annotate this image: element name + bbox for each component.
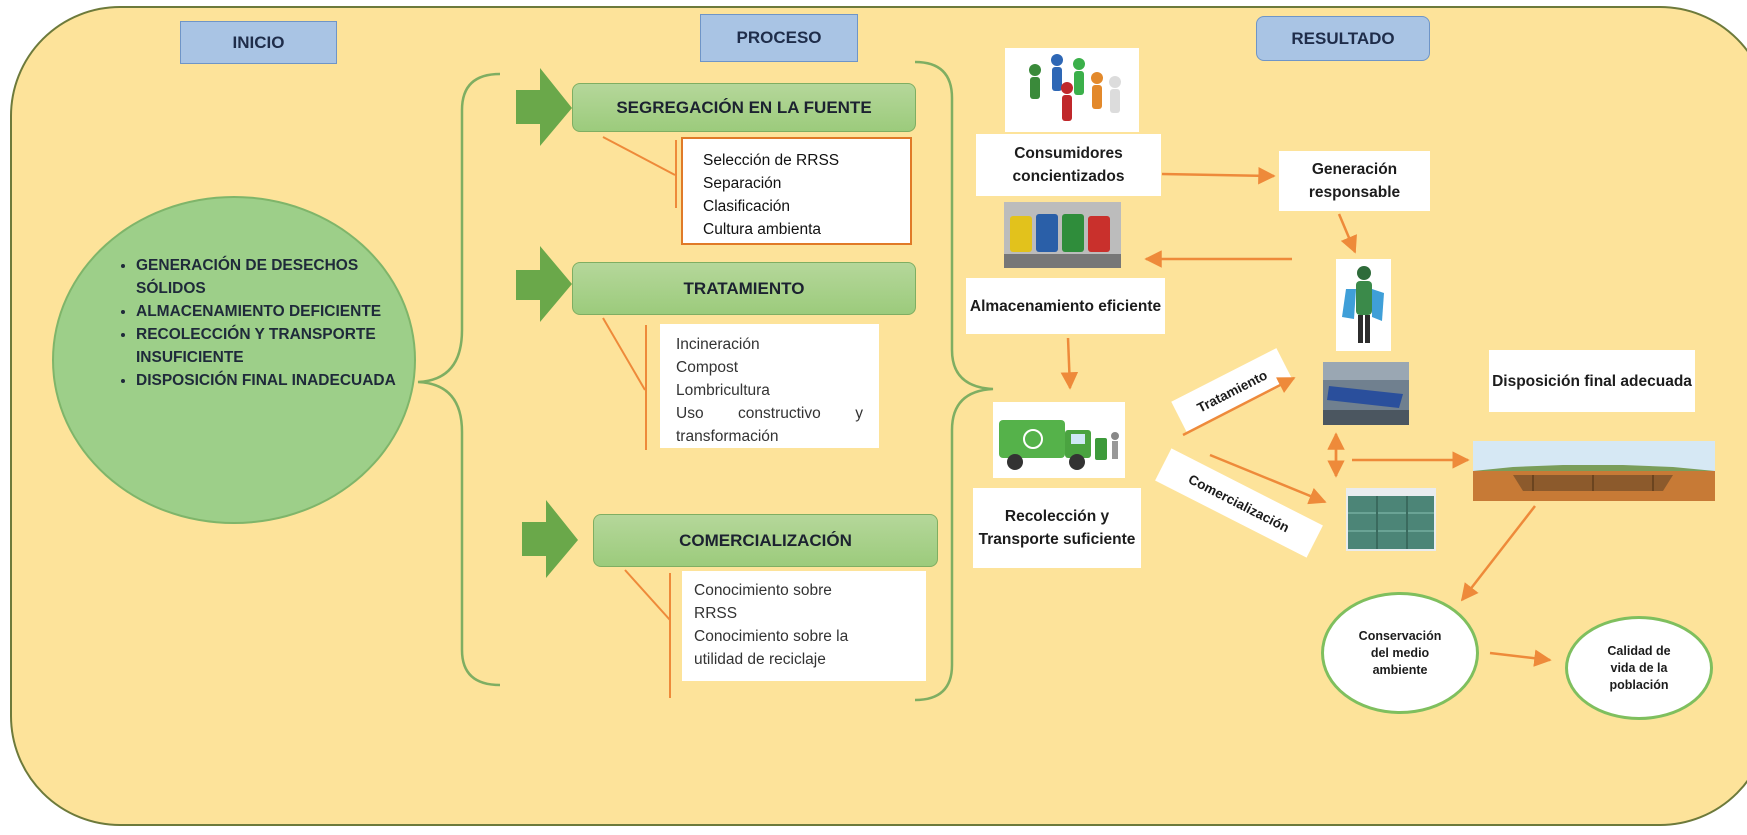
detail-item: Compost: [676, 359, 739, 376]
arrow-almacenamiento-recoleccion: [1060, 337, 1079, 390]
detail-item: Cultura ambienta: [703, 221, 822, 238]
detail-item: utilidad de reciclaje: [694, 651, 826, 668]
person-icon: [1029, 54, 1121, 121]
header-resultado: RESULTADO: [1256, 16, 1430, 61]
connector-comercializacion: [624, 569, 671, 698]
inicio-list: GENERACIÓN DE DESECHOS SÓLIDOS ALMACENAM…: [94, 254, 416, 392]
detail-item: Clasificación: [703, 198, 791, 215]
arrow-to-comercializacion: [1209, 453, 1327, 505]
people-icon: [1005, 48, 1139, 132]
person-bag-icon: [1336, 259, 1391, 351]
inicio-item: ALMACENAMIENTO DEFICIENTE: [136, 300, 416, 323]
detail-item: RRSS: [694, 605, 738, 622]
arrow-conservacion-calidad: [1489, 649, 1552, 667]
inicio-item: DISPOSICIÓN FINAL INADECUADA: [136, 369, 416, 392]
left-brace: [417, 72, 501, 687]
detail-item: Separación: [703, 175, 782, 192]
arrow-disposicion-conservacion: [1460, 505, 1536, 602]
label-generacion: Generación responsable: [1279, 151, 1430, 211]
header-inicio: INICIO: [180, 21, 337, 64]
label-almacenamiento: Almacenamiento eficiente: [966, 278, 1165, 334]
recycling-bins-icon: [1004, 202, 1121, 268]
label-recoleccion: Recolección y Transporte suficiente: [973, 488, 1141, 568]
process-tratamiento: TRATAMIENTO: [572, 262, 916, 315]
detail-item: Selección de RRSS: [703, 152, 840, 169]
arrow-consumidores-generacion: [1161, 166, 1276, 185]
comercializacion-detail: Conocimiento sobre RRSS Conocimiento sob…: [682, 571, 926, 681]
detail-item: Uso constructivo y: [676, 405, 863, 422]
process-segregacion: SEGREGACIÓN EN LA FUENTE: [572, 83, 916, 132]
chevron-tratamiento: [516, 246, 572, 322]
connector-tratamiento: [602, 317, 647, 450]
chevron-segregacion: [516, 68, 572, 146]
inicio-item: GENERACIÓN DE DESECHOS SÓLIDOS: [136, 254, 416, 300]
inicio-item: RECOLECCIÓN Y TRANSPORTE INSUFICIENTE: [136, 323, 416, 369]
arrow-to-tratamiento: [1182, 376, 1296, 437]
label-disposicion: Disposición final adecuada: [1489, 350, 1695, 412]
garbage-truck-icon: [993, 402, 1125, 478]
header-proceso: PROCESO: [700, 14, 858, 62]
detail-item: Lombricultura: [676, 382, 770, 399]
tratamiento-detail: Incineración Compost Lombricultura Uso c…: [660, 324, 879, 448]
recycled-bales-image: [1346, 488, 1436, 551]
process-comercializacion: COMERCIALIZACIÓN: [593, 514, 938, 567]
detail-item: Incineración: [676, 336, 760, 353]
circle-calidad: Calidad de vida de la población: [1565, 616, 1713, 720]
detail-item: Conocimiento sobre la: [694, 628, 849, 645]
detail-item: transformación: [676, 428, 779, 445]
label-consumidores: Consumidores concientizados: [976, 134, 1161, 196]
chevron-comercializacion: [522, 500, 578, 578]
detail-item: Conocimiento sobre: [694, 582, 832, 599]
segregacion-detail: Selección de RRSS Separación Clasificaci…: [681, 137, 912, 245]
inicio-circle: GENERACIÓN DE DESECHOS SÓLIDOS ALMACENAM…: [52, 196, 416, 524]
right-brace: [914, 60, 994, 702]
connector-segregacion: [602, 136, 677, 208]
treatment-plant-image: [1323, 362, 1409, 425]
landfill-diagram-image: [1473, 441, 1715, 501]
circle-conservacion: Conservación del medio ambiente: [1321, 592, 1479, 714]
arrow-generacion-person: [1337, 213, 1357, 254]
